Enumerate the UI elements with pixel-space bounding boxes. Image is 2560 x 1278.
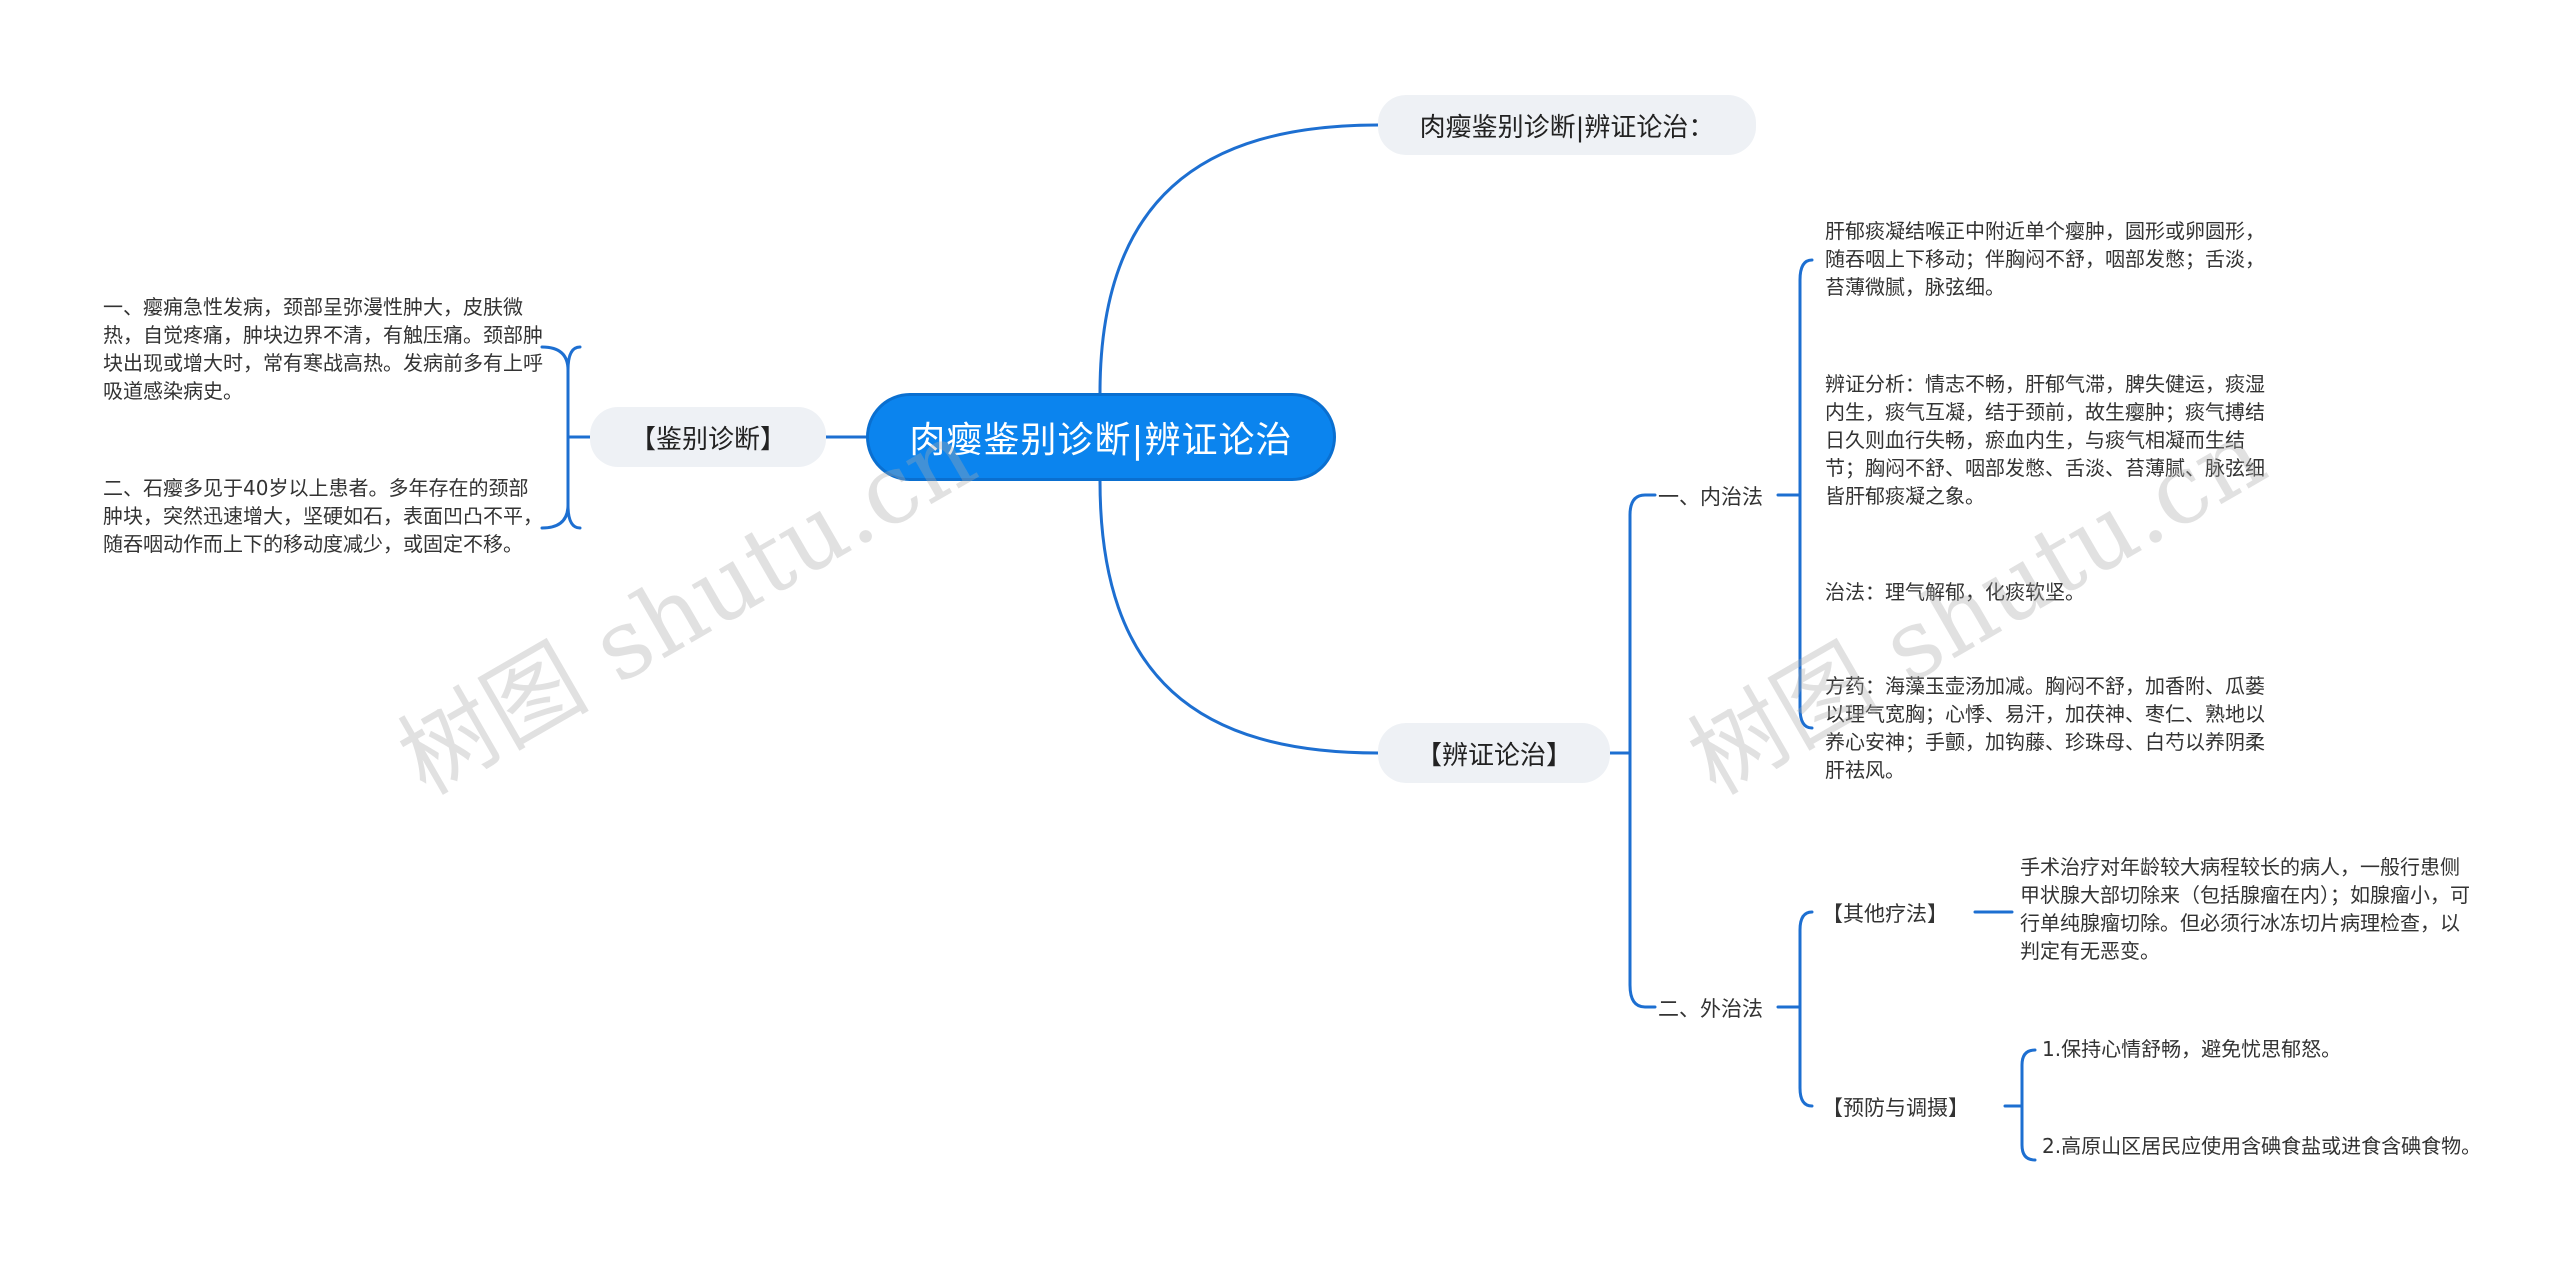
left-note-2: 二、石瘿多见于40岁以上患者。多年存在的颈部肿块，突然迅速增大，坚硬如石，表面凹… (103, 476, 543, 556)
prevention-note-2: 2.高原山区居民应使用含碘食盐或进食含碘食物。 (2042, 1134, 2482, 1158)
connector-left-bracket (566, 345, 592, 530)
external-treatment-label[interactable]: 二、外治法 (1658, 997, 1763, 1021)
connector-internal-bracket (1776, 258, 1814, 730)
connector-external-bracket (1776, 910, 1814, 1108)
connector-left-bracket-bottom (540, 503, 570, 530)
other-therapy-note: 手术治疗对年龄较大病程较长的病人，一般行患侧甲状腺大部切除来（包括腺瘤在内）；如… (2020, 855, 2470, 963)
branch-right[interactable]: 【辨证论治】 (1378, 723, 1610, 783)
internal-note-4: 方药：海藻玉壶汤加减。胸闷不舒，加香附、瓜蒌以理气宽胸；心悸、易汗，加茯神、枣仁… (1825, 674, 2265, 782)
branch-top[interactable]: 肉瘿鉴别诊断|辨证论治： (1378, 95, 1756, 155)
prevention-label[interactable]: 【预防与调摄】 (1822, 1096, 1969, 1120)
root-node[interactable]: 肉瘿鉴别诊断|辨证论治 (866, 393, 1336, 481)
internal-treatment-label[interactable]: 一、内治法 (1658, 485, 1763, 509)
internal-note-2: 辨证分析：情志不畅，肝郁气滞，脾失健运，痰湿内生，痰气互凝，结于颈前，故生瘿肿；… (1825, 372, 2265, 508)
connector-right-trunk (1608, 493, 1657, 1009)
connector-root-right (1098, 479, 1380, 755)
internal-note-1: 肝郁痰凝结喉正中附近单个瘿肿，圆形或卵圆形，随吞咽上下移动；伴胸闷不舒，咽部发憋… (1825, 219, 2265, 299)
connector-left-bracket-top (540, 345, 570, 372)
connector-root-top (1098, 123, 1380, 395)
branch-left[interactable]: 【鉴别诊断】 (590, 407, 826, 467)
left-note-1: 一、瘿痈急性发病，颈部呈弥漫性肿大，皮肤微热，自觉疼痛，肿块边界不清，有触压痛。… (103, 295, 543, 403)
connector-prevention-bracket (2003, 1048, 2037, 1162)
prevention-note-1: 1.保持心情舒畅，避免忧思郁怒。 (2042, 1037, 2342, 1061)
internal-note-3: 治法：理气解郁，化痰软坚。 (1825, 580, 2085, 604)
other-therapy-label[interactable]: 【其他疗法】 (1822, 902, 1948, 926)
